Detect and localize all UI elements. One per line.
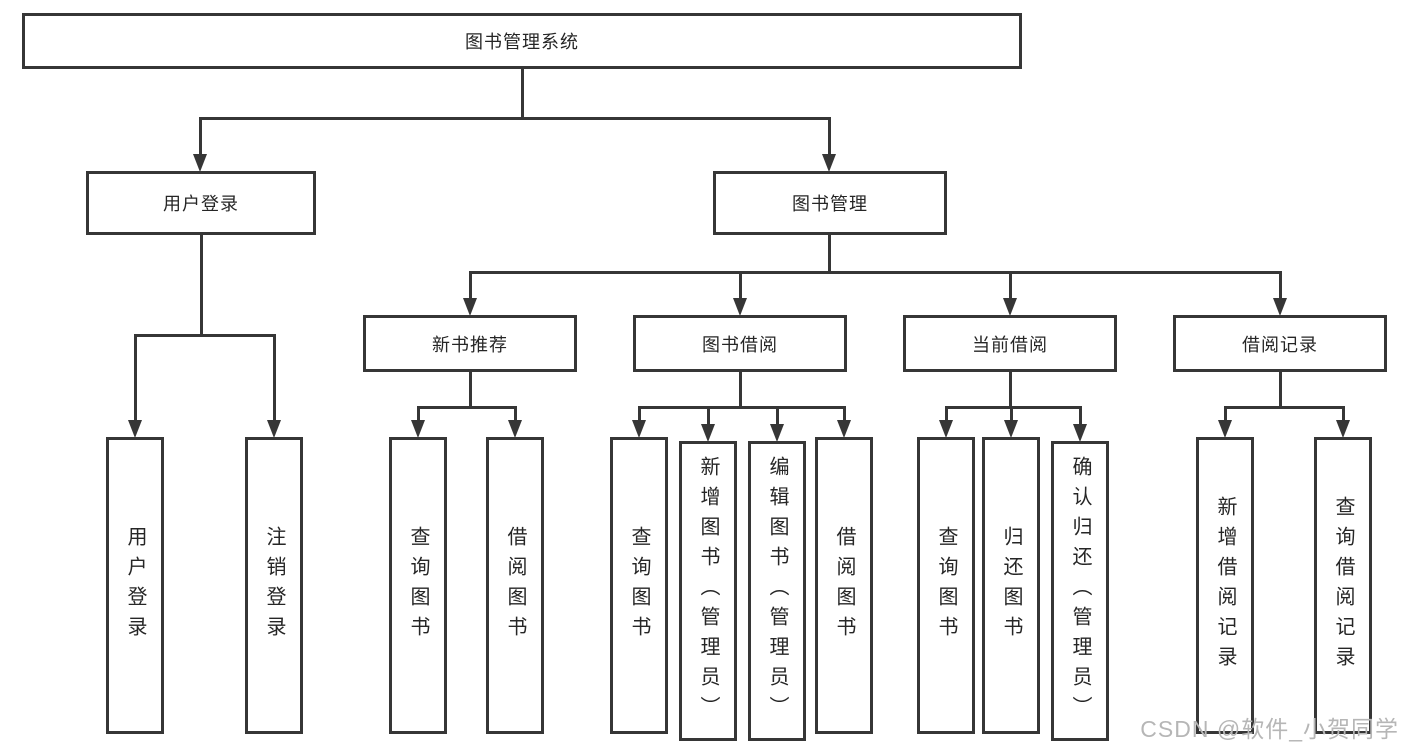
node-user-login: 用户登录 xyxy=(86,171,316,235)
arrow-down-icon xyxy=(1218,420,1232,438)
connector-leaf xyxy=(1010,406,1013,422)
leaf-query-books: 查询图书 xyxy=(389,437,447,734)
leaf-confirm-return-admin: 确认归还（管理员） xyxy=(1051,441,1109,741)
arrow-down-icon xyxy=(632,420,646,438)
leaf-return-books: 归还图书 xyxy=(982,437,1040,734)
connector-level2-bus xyxy=(199,117,831,120)
connector-leaf xyxy=(945,406,948,422)
arrow-down-icon xyxy=(128,420,142,438)
connector-level3-bus xyxy=(469,271,1282,274)
leaf-add-books-admin: 新增图书（管理员） xyxy=(679,441,737,741)
node-book-management: 图书管理 xyxy=(713,171,947,235)
arrow-down-icon xyxy=(1004,420,1018,438)
connector-leaf xyxy=(638,406,641,422)
connector-to-new-book xyxy=(469,271,472,299)
arrow-down-icon xyxy=(411,420,425,438)
connector-new-book-bus xyxy=(417,406,517,409)
arrow-down-icon xyxy=(939,420,953,438)
csdn-watermark: CSDN @软件_小贺同学 xyxy=(1140,716,1399,742)
connector-root-drop xyxy=(521,69,524,120)
arrow-down-icon xyxy=(1336,420,1350,438)
connector-to-book-management xyxy=(828,117,831,155)
connector-leaf xyxy=(514,406,517,422)
connector-leaf xyxy=(843,406,846,422)
leaf-query-books: 查询图书 xyxy=(917,437,975,734)
node-borrow-records: 借阅记录 xyxy=(1173,315,1387,372)
connector-to-leaf-user-login xyxy=(134,334,137,421)
connector-leaf xyxy=(776,406,779,425)
connector-book-borrow-drop xyxy=(739,372,742,409)
arrow-down-icon xyxy=(193,154,207,172)
arrow-down-icon xyxy=(463,298,477,316)
arrow-down-icon xyxy=(508,420,522,438)
leaf-query-borrow-record: 查询借阅记录 xyxy=(1314,437,1372,734)
leaf-borrow-books: 借阅图书 xyxy=(486,437,544,734)
leaf-add-borrow-record: 新增借阅记录 xyxy=(1196,437,1254,734)
leaf-edit-books-admin: 编辑图书（管理员） xyxy=(748,441,806,741)
leaf-borrow-books: 借阅图书 xyxy=(815,437,873,734)
node-current-borrow: 当前借阅 xyxy=(903,315,1117,372)
leaf-user-login: 用户登录 xyxy=(106,437,164,734)
connector-borrow-records-drop xyxy=(1279,372,1282,409)
arrow-down-icon xyxy=(822,154,836,172)
connector-user-login-drop xyxy=(200,235,203,337)
connector-current-borrow-drop xyxy=(1009,372,1012,409)
connector-to-leaf-logout xyxy=(273,334,276,421)
connector-leaf xyxy=(1079,406,1082,425)
connector-leaf xyxy=(1342,406,1345,422)
leaf-query-books: 查询图书 xyxy=(610,437,668,734)
connector-new-book-drop xyxy=(469,372,472,409)
connector-borrow-records-bus xyxy=(1224,406,1344,409)
connector-to-book-borrow xyxy=(739,271,742,299)
connector-to-user-login xyxy=(199,117,202,155)
connector-book-management-drop xyxy=(828,235,831,274)
arrow-down-icon xyxy=(701,424,715,442)
connector-leaf xyxy=(417,406,420,422)
connector-current-borrow-bus xyxy=(945,406,1081,409)
connector-user-login-bus xyxy=(134,334,276,337)
arrow-down-icon xyxy=(770,424,784,442)
connector-to-borrow-records xyxy=(1279,271,1282,299)
node-book-borrow: 图书借阅 xyxy=(633,315,847,372)
node-library-management-system: 图书管理系统 xyxy=(22,13,1022,69)
leaf-logout: 注销登录 xyxy=(245,437,303,734)
arrow-down-icon xyxy=(1073,424,1087,442)
arrow-down-icon xyxy=(1273,298,1287,316)
connector-to-current-borrow xyxy=(1009,271,1012,299)
connector-leaf xyxy=(1224,406,1227,422)
connector-leaf xyxy=(707,406,710,425)
arrow-down-icon xyxy=(1003,298,1017,316)
arrow-down-icon xyxy=(837,420,851,438)
arrow-down-icon xyxy=(733,298,747,316)
connector-book-borrow-bus xyxy=(638,406,845,409)
node-new-book-recommend: 新书推荐 xyxy=(363,315,577,372)
arrow-down-icon xyxy=(267,420,281,438)
